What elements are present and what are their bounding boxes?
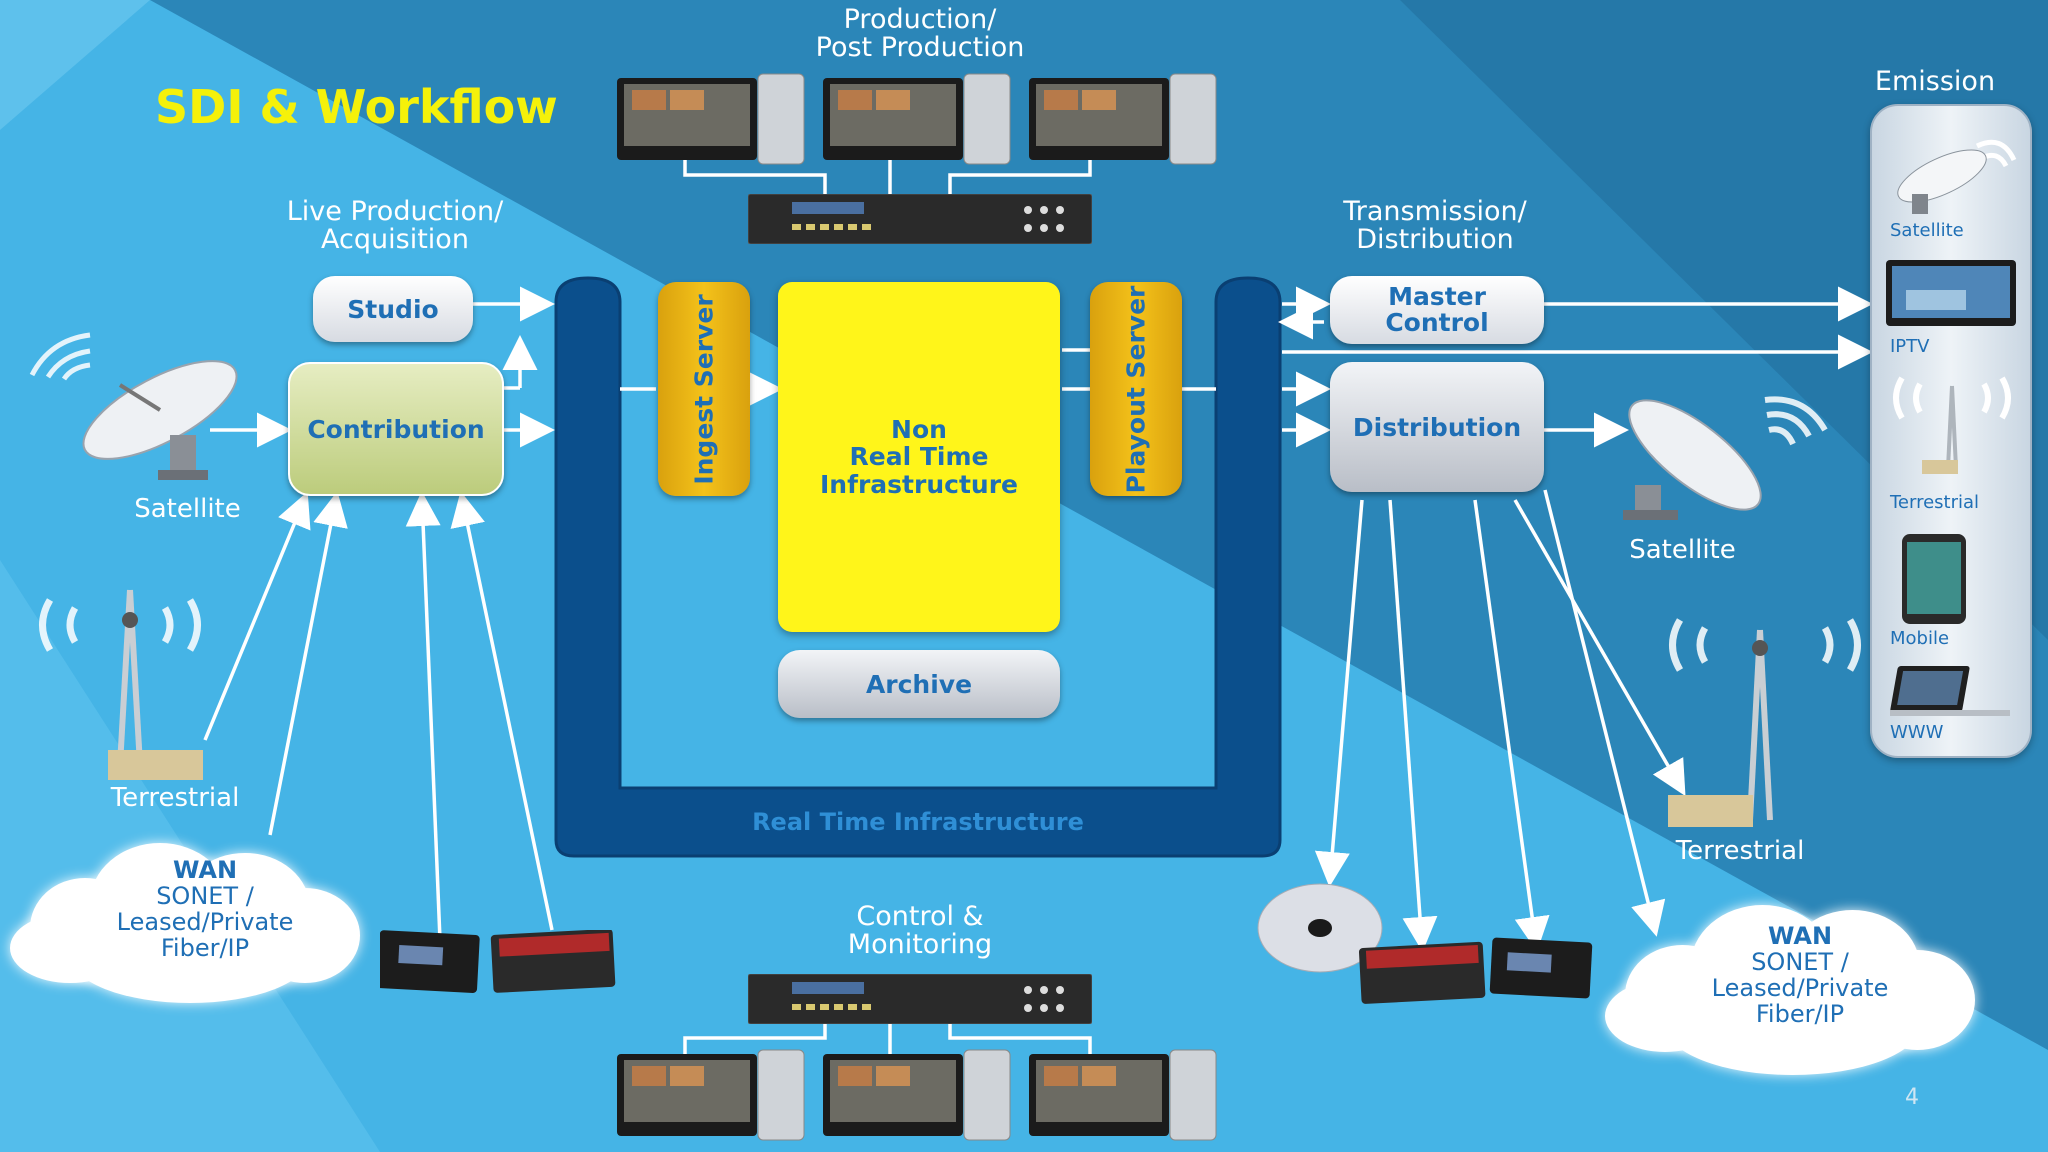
right-wan-line3: Leased/Private [1711, 973, 1889, 1002]
emission-iptv-icon [1886, 260, 2016, 326]
left-media-cards [380, 930, 616, 993]
left-satellite-label: Satellite [134, 494, 241, 524]
section-production: Production/ Post Production [760, 4, 1080, 64]
section-emission: Emission [1874, 66, 1996, 97]
nrt-line3: Infrastructure [820, 469, 1018, 499]
left-terrestrial-label: Terrestrial [110, 783, 240, 813]
production-workstations [617, 73, 1217, 165]
left-wan-line3: Leased/Private [116, 907, 294, 936]
terrestrial-tower-icon [39, 589, 203, 780]
control-workstations [617, 1049, 1217, 1141]
nrt-line1: Non [891, 414, 947, 444]
archive-block: Archive [778, 650, 1060, 718]
section-transmission-line1: Transmission/ [1343, 196, 1527, 227]
emission-terrestrial-label: Terrestrial [1890, 492, 1980, 513]
section-transmission: Transmission/ Distribution [1290, 196, 1580, 256]
section-production-line1: Production/ [843, 4, 997, 35]
non-real-time-block: Non Real Time Infrastructure [778, 282, 1060, 632]
right-terrestrial-tower-icon [1668, 618, 1861, 827]
section-live-production: Live Production/ Acquisition [245, 196, 545, 256]
ingest-server-label: Ingest Server [689, 293, 719, 485]
section-control: Control & Monitoring [780, 901, 1060, 961]
left-wan-title: WAN [172, 856, 238, 884]
emission-terrestrial-icon [1893, 376, 2011, 474]
master-control-block: Master Control [1330, 276, 1544, 344]
emission-mobile-label: Mobile [1890, 628, 1950, 649]
ingest-server-block: Ingest Server [658, 282, 750, 496]
production-router-rack [748, 194, 1092, 244]
emission-satellite-icon [1897, 139, 2017, 214]
studio-block: Studio [313, 276, 473, 342]
left-wan-text: WAN SONET / Leased/Private Fiber/IP [70, 856, 340, 962]
section-live-line1: Live Production/ [286, 196, 504, 227]
section-live-line2: Acquisition [321, 224, 469, 256]
real-time-label: Real Time Infrastructure [752, 808, 1084, 836]
left-wan-cloud: WAN SONET / Leased/Private Fiber/IP [10, 828, 380, 1008]
left-wan-line4: Fiber/IP [160, 933, 250, 962]
master-control-line1: Master [1388, 281, 1486, 311]
control-router-rack [748, 974, 1092, 1024]
right-wan-line4: Fiber/IP [1755, 999, 1845, 1028]
emission-www-icon [1890, 666, 2010, 716]
right-terrestrial-label: Terrestrial [1675, 836, 1805, 866]
right-satellite-dish-icon [1623, 396, 1828, 520]
satellite-dish-icon [29, 332, 238, 480]
slide-title: SDI & Workflow [155, 80, 558, 134]
right-wan-line2: SONET / [1751, 947, 1849, 976]
right-wan-cloud: WAN SONET / Leased/Private Fiber/IP [1605, 890, 1990, 1080]
section-control-line2: Monitoring [847, 929, 993, 961]
emission-panel: Satellite IPTV Terrestrial Mobile WWW [1870, 104, 2032, 758]
playout-server-block: Playout Server [1090, 282, 1182, 496]
right-wan-text: WAN SONET / Leased/Private Fiber/IP [1665, 922, 1935, 1028]
left-wan-line2: SONET / [156, 881, 254, 910]
distribution-block: Distribution [1330, 362, 1544, 492]
master-control-line2: Control [1385, 308, 1489, 337]
emission-iptv-label: IPTV [1890, 336, 1930, 357]
section-production-line2: Post Production [815, 32, 1025, 64]
section-transmission-line2: Distribution [1356, 224, 1514, 256]
playout-server-label: Playout Server [1121, 285, 1151, 493]
emission-satellite-label: Satellite [1890, 220, 1964, 241]
section-control-line1: Control & [856, 901, 984, 932]
right-satellite-label: Satellite [1629, 535, 1736, 565]
right-wan-title: WAN [1767, 922, 1833, 950]
nrt-line2: Real Time [849, 442, 989, 472]
emission-mobile-icon [1902, 534, 1966, 624]
contribution-block: Contribution [288, 362, 504, 496]
right-media-disc-cards [1257, 883, 1593, 1004]
page-number: 4 [1905, 1085, 1919, 1110]
emission-www-label: WWW [1890, 722, 1944, 743]
